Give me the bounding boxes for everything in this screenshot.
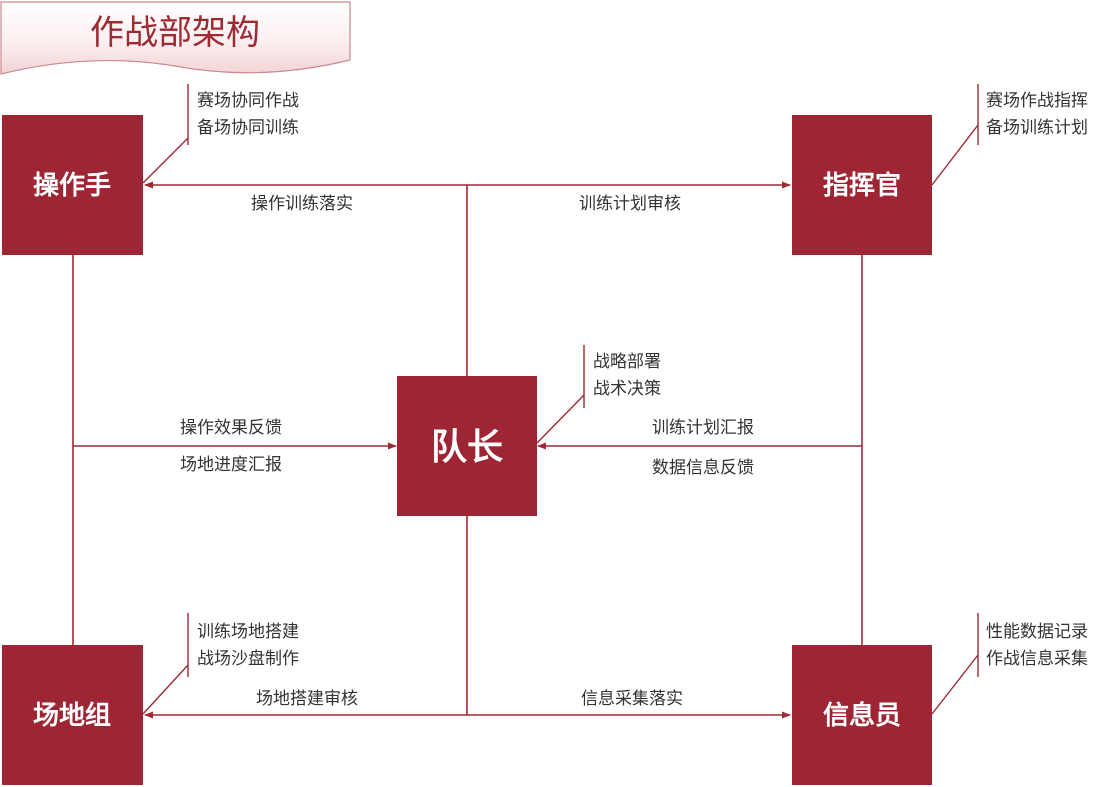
page-title: 作战部架构 xyxy=(90,13,260,53)
edge-label-field-progress: 场地进度汇报 xyxy=(180,455,282,475)
node-field-label: 场地组 xyxy=(33,700,111,731)
edge-label-data-feedback: 数据信息反馈 xyxy=(652,458,754,478)
node-operator: 操作手 xyxy=(2,115,143,255)
callout-operator: 赛场协同作战 备场协同训练 xyxy=(142,84,299,184)
node-captain: 队长 xyxy=(397,376,537,516)
edge-label-field-review: 场地搭建审核 xyxy=(256,689,358,709)
callout-captain: 战略部署 战术决策 xyxy=(536,345,661,444)
note-commander-2: 备场训练计划 xyxy=(986,118,1088,138)
edge-label-plan-report: 训练计划汇报 xyxy=(652,418,754,438)
node-commander: 指挥官 xyxy=(792,115,932,255)
note-captain-2: 战术决策 xyxy=(593,379,661,399)
note-field-1: 训练场地搭建 xyxy=(197,622,299,642)
callout-info: 性能数据记录 作战信息采集 xyxy=(931,613,1088,715)
edge-label-plan-review: 训练计划审核 xyxy=(579,194,681,214)
node-operator-label: 操作手 xyxy=(33,171,111,201)
node-field: 场地组 xyxy=(2,645,143,785)
note-info-2: 作战信息采集 xyxy=(986,649,1088,669)
node-captain-label: 队长 xyxy=(431,427,503,468)
note-info-1: 性能数据记录 xyxy=(986,622,1088,642)
node-info: 信息员 xyxy=(792,645,932,785)
note-field-2: 战场沙盘制作 xyxy=(197,649,299,669)
edge-label-info-collect: 信息采集落实 xyxy=(581,689,683,709)
edge-label-operator-training: 操作训练落实 xyxy=(251,194,353,214)
connectors xyxy=(72,181,863,719)
node-commander-label: 指挥官 xyxy=(823,170,901,201)
callout-commander: 赛场作战指挥 备场训练计划 xyxy=(931,84,1088,186)
note-captain-1: 战略部署 xyxy=(593,352,661,372)
edge-label-op-feedback: 操作效果反馈 xyxy=(180,418,282,438)
note-commander-1: 赛场作战指挥 xyxy=(986,90,1088,111)
title-banner: 作战部架构 xyxy=(0,1,351,75)
note-operator-2: 备场协同训练 xyxy=(197,118,299,138)
callout-field: 训练场地搭建 战场沙盘制作 xyxy=(142,613,299,715)
node-info-label: 信息员 xyxy=(823,700,901,731)
note-operator-1: 赛场协同作战 xyxy=(197,90,299,111)
